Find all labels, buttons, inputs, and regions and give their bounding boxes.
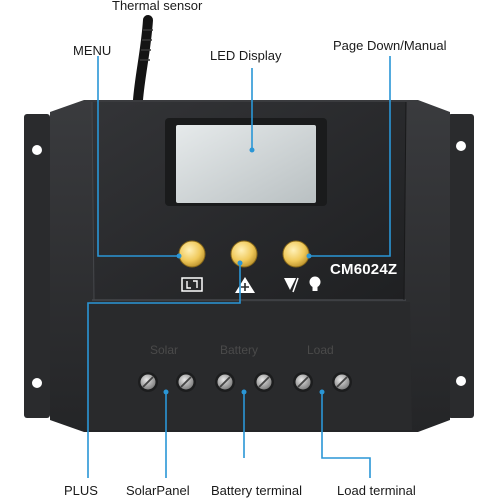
load-terminal-label: Load terminal — [337, 483, 416, 498]
page-down-button[interactable] — [282, 240, 310, 268]
controller-body — [50, 100, 450, 432]
screw-terminal-icon[interactable] — [254, 372, 274, 392]
mounting-hole — [456, 376, 466, 386]
solar-embossed-label: Solar — [150, 343, 179, 357]
plus-leader — [87, 263, 241, 478]
thermal-sensor-cable — [133, 15, 153, 105]
screw-terminal-icon[interactable] — [215, 372, 235, 392]
menu-bracket-icon — [181, 277, 203, 292]
led-display-label: LED Display — [210, 48, 282, 63]
page-down-label: Page Down/Manual — [333, 38, 447, 53]
callout-lines — [87, 56, 391, 478]
thermal-sensor-label: Thermal sensor — [112, 0, 203, 13]
screw-terminal-icon[interactable] — [293, 372, 313, 392]
screw-terminal-icon[interactable] — [176, 372, 196, 392]
screw-terminal-icon[interactable] — [332, 372, 352, 392]
model-name: CM6024Z — [330, 261, 398, 278]
plus-label: PLUS — [64, 483, 98, 498]
mounting-hole — [32, 145, 42, 155]
menu-leader — [97, 56, 179, 257]
mounting-hole — [32, 378, 42, 388]
screw-terminal-icon[interactable] — [138, 372, 158, 392]
solar-panel-label: SolarPanel — [126, 483, 190, 498]
mounting-hole — [456, 141, 466, 151]
left-mounting-flange — [24, 114, 50, 418]
terminal-row — [138, 372, 352, 392]
battery-terminal-label: Battery terminal — [211, 483, 303, 498]
callout-dots — [163, 147, 325, 395]
lcd-screen — [176, 125, 316, 203]
menu-button[interactable] — [178, 240, 206, 268]
plus-button[interactable] — [230, 240, 258, 268]
battery-embossed-label: Battery — [220, 343, 259, 357]
load-terminal-leader — [321, 392, 371, 478]
load-bulb-icon — [284, 276, 321, 293]
load-embossed-label: Load — [307, 343, 334, 357]
right-mounting-flange — [448, 114, 474, 418]
page-down-leader — [309, 56, 391, 257]
menu-label: MENU — [73, 43, 112, 58]
